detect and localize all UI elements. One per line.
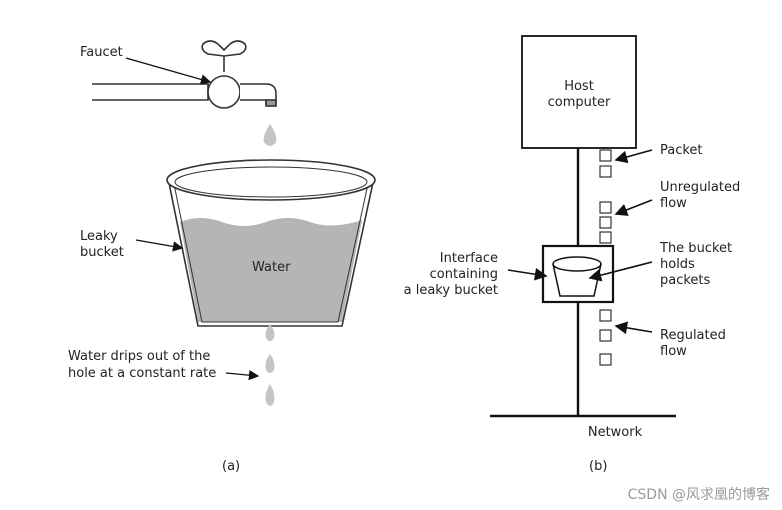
bucket-holds-label-line1: The bucket [660,241,733,256]
regulated-label-line1: Regulated [660,328,726,343]
watermark: CSDN @风求凰的博客 [627,487,770,503]
water-drops [265,324,275,406]
caption-b: (b) [589,459,608,474]
bucket-holds-label-line3: packets [660,273,711,288]
regulated-label-line2: flow [660,344,687,359]
faucet-pointer [125,57,212,85]
interface-box [541,244,615,304]
panel-b-pointers [507,149,653,335]
caption-a: (a) [222,459,241,474]
water-label: Water [252,260,291,275]
drips-label-line2: hole at a constant rate [68,366,217,381]
water-drop-top [263,124,277,146]
drips-pointer [225,369,260,381]
host-label-line1: Host [564,79,594,94]
faucet [92,40,277,109]
interface-label-line1: Interface [439,251,498,266]
leaky-bucket-label-line1: Leaky [80,229,118,244]
host-computer-box [521,35,637,149]
packets [599,149,612,366]
leaky-bucket-pointer [135,239,184,252]
bucket-holds-label-line2: holds [660,257,695,272]
unregulated-label-line1: Unregulated [660,180,741,195]
faucet-label: Faucet [80,45,123,60]
drips-label-line1: Water drips out of the [68,349,211,364]
interface-label-line2: containing [429,267,498,282]
leaky-bucket-label-line2: bucket [80,245,124,260]
packet-label: Packet [660,143,703,158]
unregulated-label-line2: flow [660,196,687,211]
network-label: Network [587,425,643,440]
leaky-bucket [166,159,376,327]
host-label-line2: computer [547,95,611,110]
interface-label-line3: a leaky bucket [403,283,498,298]
